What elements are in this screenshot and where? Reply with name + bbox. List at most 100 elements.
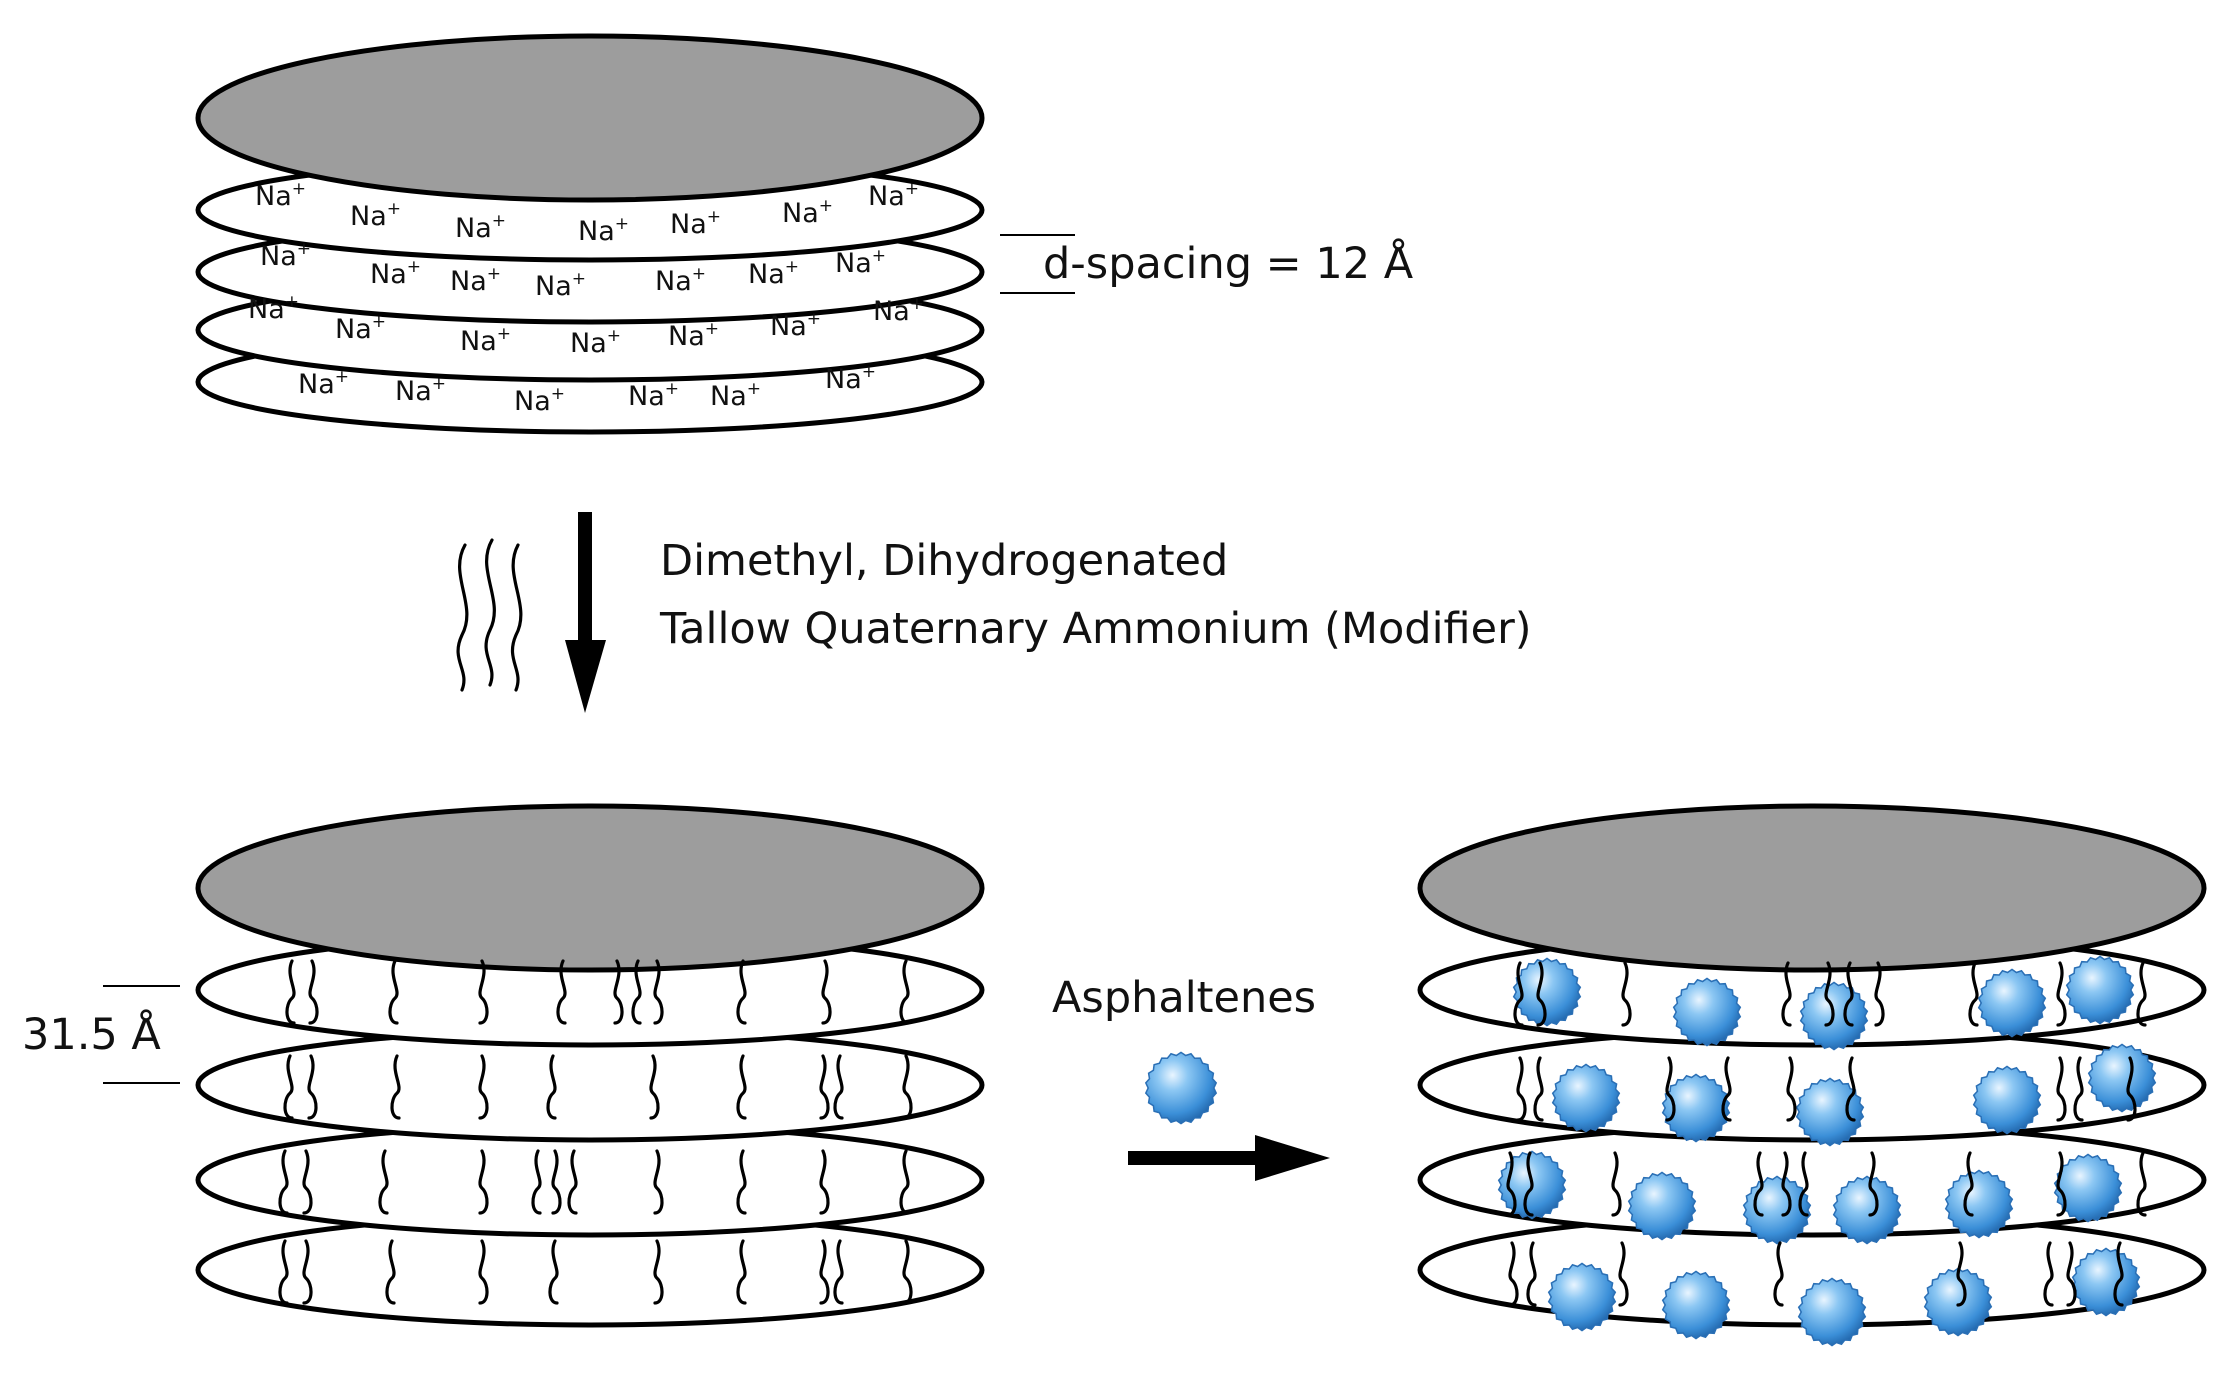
modifier-chain bbox=[1786, 1056, 1797, 1122]
organoclay-stack bbox=[195, 803, 985, 1328]
asphaltene-particle bbox=[1551, 1063, 1621, 1133]
modifier-chain bbox=[548, 1239, 559, 1305]
asphaltene-particle bbox=[1923, 1267, 1993, 1337]
modifier-chain bbox=[819, 1149, 830, 1215]
modifier-chain bbox=[833, 1054, 844, 1120]
asphaltene-particle bbox=[2087, 1043, 2157, 1113]
modifier-chain bbox=[2056, 1151, 2067, 1217]
modifier-chain bbox=[1523, 1151, 1534, 1217]
sodium-ion-group: Na+Na+Na+Na+Na+Na+Na+Na+Na+Na+Na+Na+Na+N… bbox=[248, 179, 924, 417]
modifier-chain bbox=[1845, 1056, 1856, 1122]
modifier-chain bbox=[1963, 1151, 1974, 1217]
modifier-chain bbox=[819, 1054, 830, 1120]
asphaltene-particle bbox=[1944, 1169, 2014, 1239]
asphaltene-particle bbox=[1144, 1051, 1218, 1125]
modifier-chain bbox=[1665, 1056, 1676, 1122]
modifier-chain bbox=[278, 1149, 289, 1215]
modifier-chain bbox=[308, 959, 319, 1025]
sodium-ion-label: Na+ bbox=[535, 269, 586, 302]
modifier-chain bbox=[1533, 1056, 1544, 1122]
modifier-chain bbox=[653, 1239, 664, 1305]
modifier-chain bbox=[1508, 1241, 1519, 1307]
modifier-chain bbox=[531, 1149, 542, 1215]
modifier-chain bbox=[613, 959, 624, 1025]
modifier-chain bbox=[1874, 961, 1885, 1027]
d-spacing-label: d-spacing = 12 Å bbox=[1043, 238, 1414, 289]
modifier-chain bbox=[1773, 1241, 1784, 1307]
asphaltene-particle bbox=[1512, 957, 1582, 1027]
modifier-chain bbox=[899, 959, 910, 1025]
modifier-chain bbox=[1753, 1151, 1764, 1217]
modifier-chain bbox=[1513, 961, 1524, 1027]
modifier-chain bbox=[278, 1239, 289, 1305]
modifier-chain bbox=[567, 1149, 578, 1215]
modifier-chain bbox=[833, 1239, 844, 1305]
modifier-chain bbox=[1621, 961, 1632, 1027]
asphaltenes-label: Asphaltenes bbox=[1052, 973, 1316, 1023]
modifier-chains-icon bbox=[456, 538, 523, 692]
modifier-chain bbox=[2056, 1056, 2067, 1122]
modifier-chain bbox=[390, 1054, 401, 1120]
modifier-chain bbox=[478, 1149, 489, 1215]
asphaltene-loaded-stack bbox=[1417, 803, 2207, 1347]
modifier-chain bbox=[478, 959, 489, 1025]
asphaltene-particle bbox=[1547, 1262, 1617, 1332]
d-spacing-indicator: d-spacing = 12 Å bbox=[1000, 234, 1414, 294]
sodium-ion-label: Na+ bbox=[748, 257, 799, 290]
asphaltene-particle bbox=[1797, 1277, 1867, 1347]
clay-top-surface bbox=[195, 33, 985, 203]
asphaltene-particle bbox=[1977, 968, 2047, 1038]
modifier-chain bbox=[1843, 961, 1854, 1027]
modifier-chain bbox=[378, 1149, 389, 1215]
modifier-chain bbox=[302, 1239, 313, 1305]
modifier-chain bbox=[736, 1054, 747, 1120]
right-arrow-icon bbox=[1128, 1135, 1330, 1181]
modifier-chain bbox=[302, 1149, 313, 1215]
modifier-chain bbox=[1618, 1241, 1629, 1307]
modifier-chain bbox=[736, 1239, 747, 1305]
modifier-chain bbox=[653, 959, 664, 1025]
asphaltene-particle bbox=[1627, 1171, 1697, 1241]
sodium-ion-label: Na+ bbox=[514, 384, 565, 417]
sodium-clay-stack: Na+Na+Na+Na+Na+Na+Na+Na+Na+Na+Na+Na+Na+N… bbox=[195, 33, 985, 435]
asphaltene-particle bbox=[1742, 1175, 1812, 1245]
asphaltene-particle bbox=[1795, 1077, 1865, 1147]
modifier-chain bbox=[899, 1149, 910, 1215]
modifier-chain bbox=[2056, 961, 2067, 1027]
modifier-chain bbox=[1824, 961, 1835, 1027]
asphaltene-particle bbox=[2071, 1247, 2141, 1317]
sodium-ion-label: Na+ bbox=[460, 324, 511, 357]
modifier-chain bbox=[736, 1149, 747, 1215]
modifier-chain bbox=[1611, 1151, 1622, 1217]
modifier-chain bbox=[2043, 1241, 2054, 1307]
modifier-chain bbox=[1781, 1151, 1792, 1217]
modifier-chain bbox=[551, 1149, 562, 1215]
modifier-label-line1: Dimethyl, Dihydrogenated bbox=[660, 536, 1228, 586]
modifier-chain bbox=[653, 1149, 664, 1215]
asphaltene-particle bbox=[1661, 1073, 1731, 1143]
modifier-chain bbox=[307, 1054, 318, 1120]
interlayer-spacing-indicator: 31.5 Å bbox=[22, 985, 180, 1084]
modifier-chain bbox=[902, 1239, 913, 1305]
modifier-chain bbox=[1526, 1241, 1537, 1307]
modifier-chain bbox=[2136, 961, 2147, 1027]
modifier-chain bbox=[821, 959, 832, 1025]
modifier-chain bbox=[556, 959, 567, 1025]
modifier-chain bbox=[2136, 1151, 2147, 1217]
modifier-chain bbox=[1868, 1151, 1879, 1217]
modifier-chain bbox=[902, 1054, 913, 1120]
asphaltene-particle bbox=[1661, 1270, 1731, 1340]
modifier-chain bbox=[2113, 1241, 2124, 1307]
down-arrow-icon bbox=[565, 512, 606, 713]
modifier-chain bbox=[388, 959, 399, 1025]
modifier-chain bbox=[2066, 1241, 2077, 1307]
asphaltene-particle bbox=[1672, 977, 1742, 1047]
modifier-chain bbox=[1506, 1151, 1517, 1217]
clay-top-surface bbox=[1417, 803, 2207, 973]
modifier-chain bbox=[631, 959, 642, 1025]
modifier-chain bbox=[1968, 961, 1979, 1027]
modifier-chain bbox=[385, 1239, 396, 1305]
modifier-chain bbox=[283, 1054, 294, 1120]
asphaltene-particle-icon bbox=[1144, 1051, 1218, 1125]
